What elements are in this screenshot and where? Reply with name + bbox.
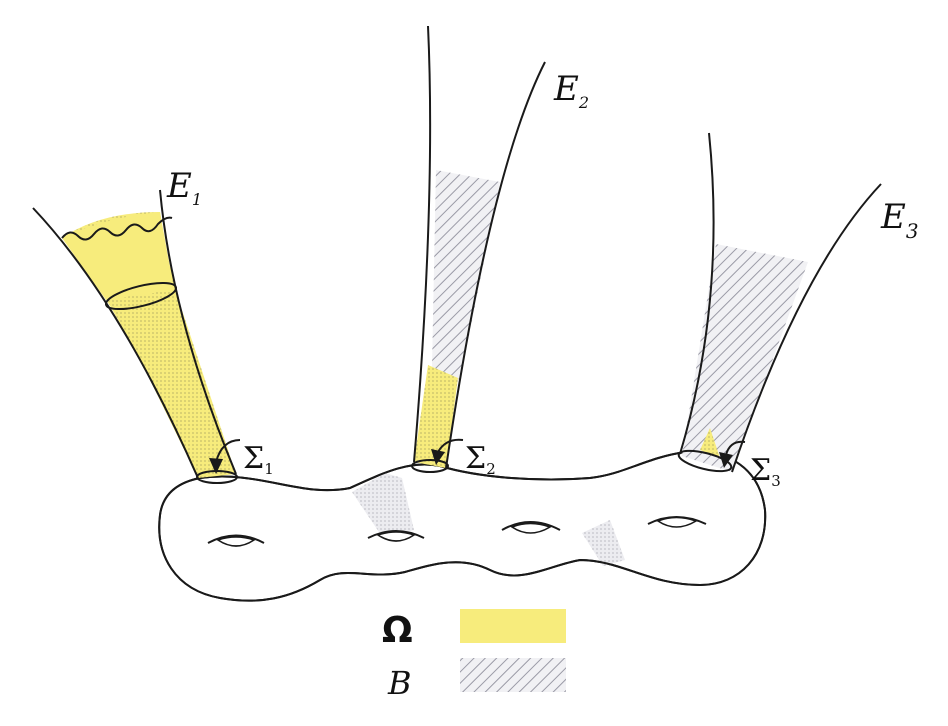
hole-1 — [207, 534, 265, 547]
hole-2 — [367, 530, 425, 542]
end-e1-left-edge — [32, 207, 199, 479]
end-e1-top-fill — [62, 212, 174, 300]
sigma-2-label: Σ2 — [465, 441, 496, 478]
sigma-2-curve — [411, 459, 449, 473]
end-e3-b-region — [682, 244, 808, 472]
end-e3-label: E3 — [880, 197, 919, 243]
end-e3-left-edge — [679, 132, 715, 455]
sigma-1-arrow — [215, 439, 241, 463]
hole-3 — [501, 521, 561, 534]
sigma-2-arrow — [437, 438, 464, 453]
end-e2-b-region — [432, 170, 500, 380]
holes — [207, 516, 707, 547]
end-e2-left-edge — [413, 25, 432, 463]
legend-omega-label: Ω — [382, 610, 413, 651]
hole-4 — [647, 516, 707, 528]
end-e1 — [32, 189, 237, 479]
sigma-3-label: Σ3 — [750, 453, 781, 490]
sigma-1-arrowhead — [209, 458, 223, 474]
sigma-1-label: Σ1 — [243, 441, 274, 478]
end-e1-label: E1 — [166, 166, 202, 209]
end-e1-right-edge — [159, 189, 237, 475]
sigma-3-arrow — [725, 440, 746, 456]
end-e2 — [413, 25, 546, 469]
legend: Ω B — [382, 609, 566, 702]
b-region-body-2 — [582, 520, 625, 566]
end-e3 — [679, 132, 882, 473]
legend-omega-swatch — [460, 609, 566, 643]
sigma-3-arrowhead — [719, 452, 733, 468]
sigma-3-curve — [677, 449, 733, 473]
sigma-2-arrowhead — [431, 449, 445, 465]
legend-b-swatch — [460, 658, 566, 692]
end-e3-right-edge — [731, 183, 882, 473]
end-e1-wavy-boundary — [61, 216, 173, 241]
b-region-body-1 — [352, 473, 414, 538]
end-e2-right-edge — [445, 61, 546, 469]
end-e3-omega-tip — [700, 428, 720, 458]
end-e2-label: E2 — [553, 69, 589, 112]
legend-b-label: B — [387, 664, 412, 702]
sigma-arrows — [209, 438, 746, 474]
end-e1-cross-section — [104, 281, 178, 311]
